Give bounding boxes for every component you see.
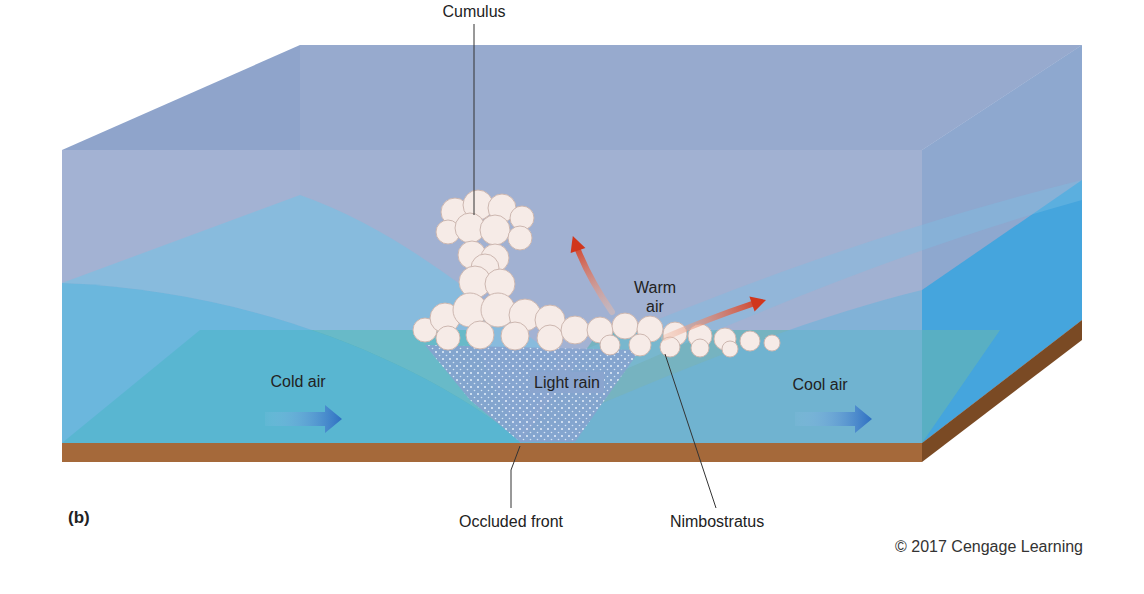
illustration-part: [62, 443, 922, 462]
warm-air-arrows: [571, 236, 766, 338]
illustration-part: [612, 313, 638, 339]
illustration-part: [501, 322, 529, 350]
illustration-part: [511, 446, 520, 508]
rain-area: [425, 345, 640, 442]
illustration-part: [537, 325, 563, 351]
copyright-note: © 2017 Cengage Learning: [895, 537, 1083, 556]
illustration-part: [571, 236, 586, 253]
illustration-part: [436, 326, 460, 350]
illustration-part: [561, 316, 589, 344]
air-mass-label: Cool air: [792, 375, 847, 394]
cloud-label: Cumulus: [442, 2, 505, 21]
panel-letter: (b): [68, 508, 90, 528]
illustration-part: [764, 335, 780, 351]
illustration-part: [425, 345, 640, 442]
illustration-part: [560, 180, 1082, 380]
air-flow-arrows: [265, 405, 872, 433]
illustration-part: [722, 341, 738, 357]
cloud-label: Nimbostratus: [670, 512, 764, 531]
air-mass-label: Cold air: [270, 372, 325, 391]
illustration-part: [795, 405, 872, 433]
illustration-part: [466, 321, 494, 349]
leader-lines: [474, 24, 716, 508]
air-masses: [62, 180, 1082, 443]
illustration-part: [508, 226, 532, 250]
precipitation-label: Light rain: [530, 372, 604, 393]
front-label: Occluded front: [459, 512, 563, 531]
illustration-part: [740, 331, 760, 351]
cloud: [413, 190, 780, 357]
illustration-part: [265, 405, 342, 433]
illustration-part: [600, 335, 620, 355]
illustration-part: [665, 354, 716, 508]
illustration-part: [691, 339, 709, 357]
air-box: [62, 45, 1082, 443]
illustration-part: [749, 296, 766, 311]
illustration-part: [629, 334, 651, 356]
illustration-part: [922, 320, 1082, 462]
air-mass-label: Warm air: [627, 278, 683, 316]
illustration-part: [480, 215, 510, 245]
illustration-part: [474, 24, 475, 215]
illustration-part: [578, 250, 612, 312]
illustration-part: [664, 304, 752, 338]
